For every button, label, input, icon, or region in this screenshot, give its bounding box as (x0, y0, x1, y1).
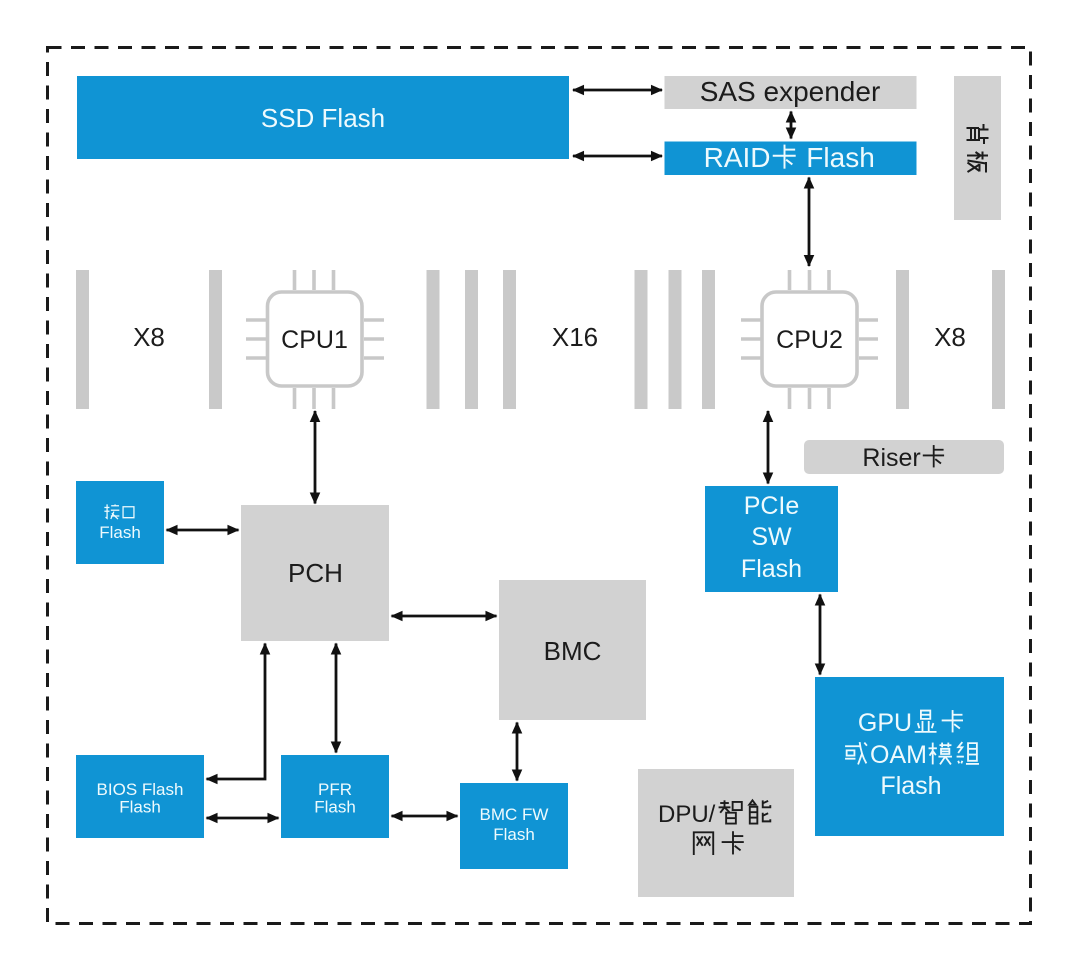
svg-text:BMC: BMC (544, 636, 602, 666)
svg-text:PFR: PFR (318, 780, 352, 799)
svg-text:RAID: RAID (704, 142, 771, 173)
svg-text:Flash: Flash (806, 142, 874, 173)
svg-text:BIOS Flash: BIOS Flash (97, 780, 184, 799)
svg-text:Flash: Flash (99, 523, 141, 542)
svg-text:SAS expender: SAS expender (700, 76, 881, 107)
svg-text:PCIe: PCIe (744, 492, 800, 520)
svg-text:CPU1: CPU1 (281, 326, 348, 354)
svg-text:Flash: Flash (880, 772, 941, 800)
svg-text:CPU2: CPU2 (776, 326, 843, 354)
svg-text:Flash: Flash (314, 798, 356, 817)
svg-text:Flash: Flash (119, 798, 161, 817)
svg-text:SSD Flash: SSD Flash (261, 103, 385, 133)
svg-text:SW: SW (751, 523, 792, 551)
svg-text:OAM: OAM (870, 741, 927, 769)
svg-text:GPU: GPU (858, 709, 912, 737)
svg-text:Flash: Flash (493, 825, 535, 844)
svg-text:X8: X8 (934, 322, 966, 352)
svg-text:BMC FW: BMC FW (480, 805, 549, 824)
svg-text:Riser: Riser (862, 444, 920, 472)
svg-text:Flash: Flash (741, 555, 802, 583)
svg-text:PCH: PCH (288, 558, 343, 588)
svg-text:DPU/: DPU/ (658, 801, 716, 828)
svg-text:X16: X16 (552, 322, 598, 352)
svg-text:X8: X8 (133, 322, 165, 352)
